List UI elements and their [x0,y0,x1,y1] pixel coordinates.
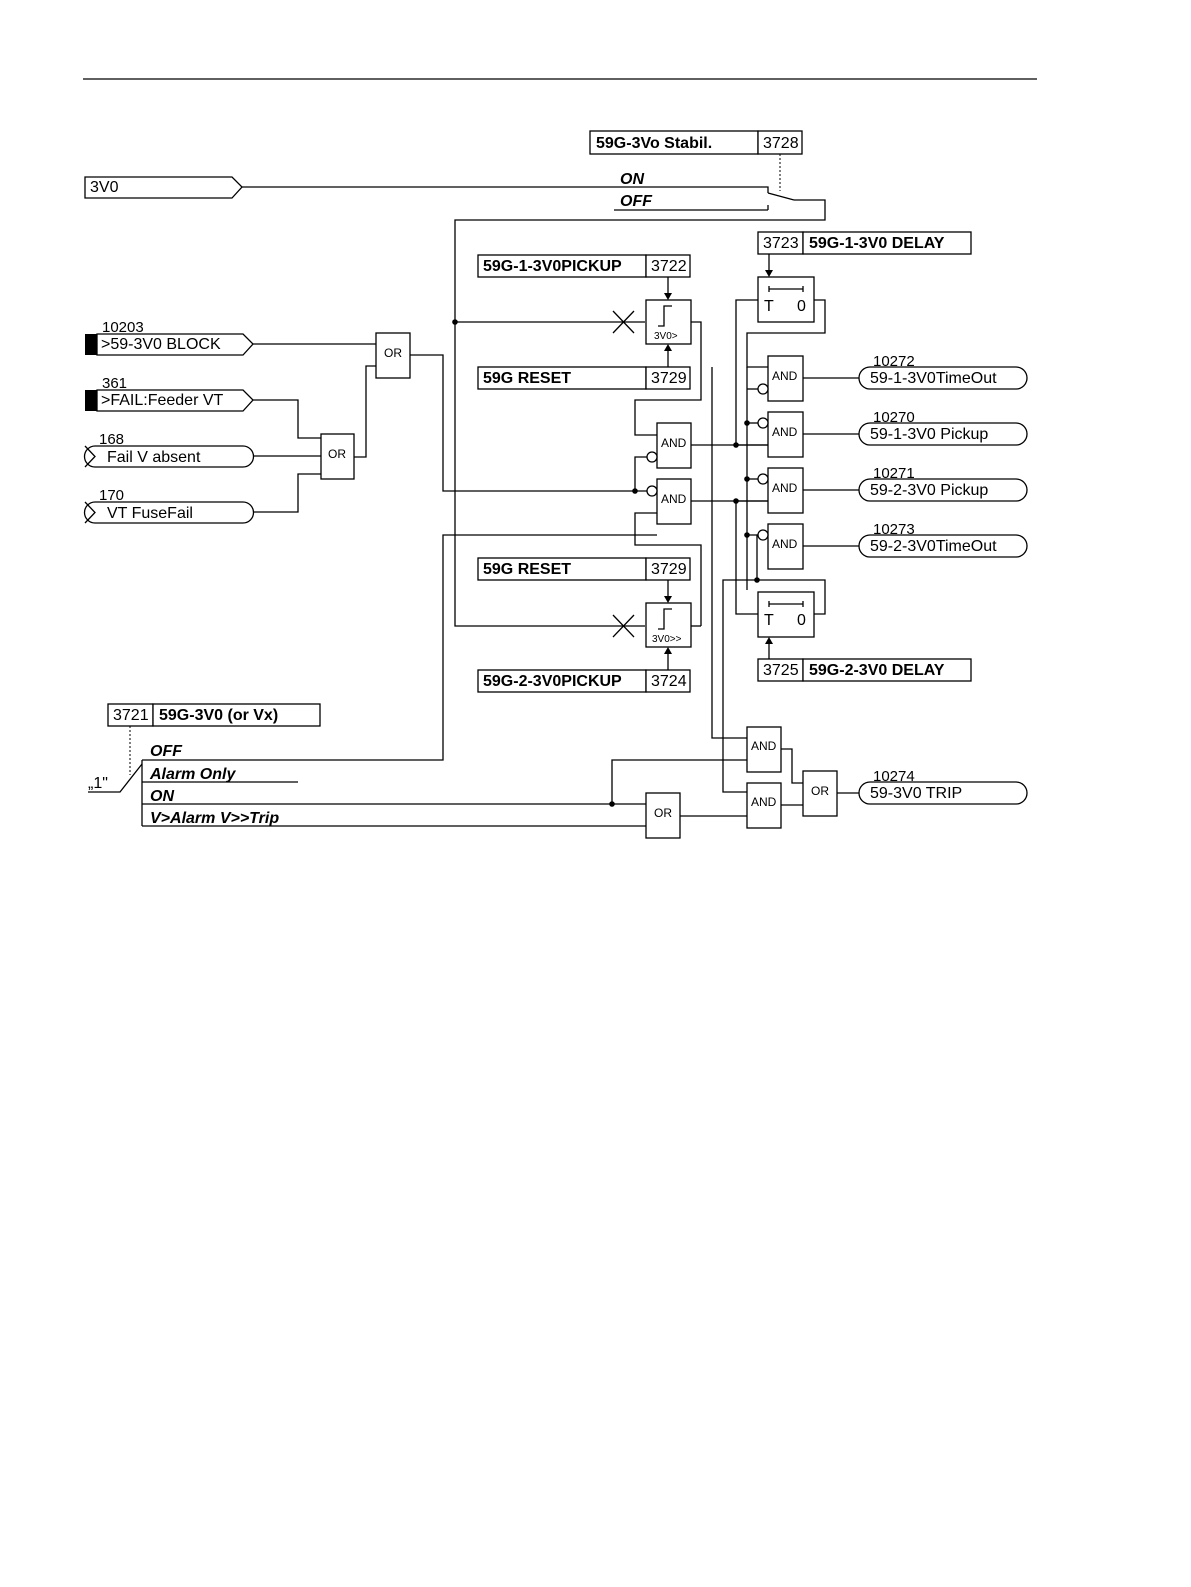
and-gate-out-3: AND [757,467,804,514]
and-out2-label: AND [772,425,798,439]
pickup1-setting: 59G-1-3V0PICKUP 3722 [477,254,691,278]
or-gate-1: OR [375,332,411,379]
o5-label: 59-3V0 TRIP [870,785,962,802]
pickup2-setting: 59G-2-3V0PICKUP 3724 [477,669,691,693]
and-gate-out-2: AND [757,411,804,458]
mode-setting: 3721 59G-3V0 (or Vx) [107,703,321,727]
and-gate-mid-2: AND [646,478,692,525]
and-gate-out-4: AND [757,523,804,570]
or-trip-label: OR [811,784,829,798]
delay1-setting: 3723 59G-1-3V0 DELAY [757,231,972,255]
o4-label: 59-2-3V0TimeOut [870,538,997,555]
input-3v0: 3V0 [84,176,243,199]
pickup1-label: 59G-1-3V0PICKUP [483,258,622,275]
output-3: 10271 59-2-3V0 Pickup [858,465,1028,502]
o5-num: 10274 [873,768,915,785]
reset1-setting: 59G RESET 3729 [477,366,691,390]
delay2-addr: 3725 [763,662,799,679]
o3-label: 59-2-3V0 Pickup [870,482,988,499]
reset1-addr: 3729 [651,370,687,387]
reset1-label: 59G RESET [483,370,571,387]
o3-num: 10271 [873,465,915,482]
and-trip1-label: AND [751,739,777,753]
input-failv: 168 Fail V absent [83,431,255,468]
input-block: 10203 >59-3V0 BLOCK [85,319,254,356]
output-trip: 10274 59-3V0 TRIP [858,768,1028,805]
and-out4-label: AND [772,537,798,551]
timer2-t: T [764,612,774,629]
vtfuse-label: VT FuseFail [107,505,193,522]
and-gate-trip-1: AND [746,726,782,773]
failv-num: 168 [99,431,124,448]
mode-on: ON [150,788,174,805]
feeder-label: >FAIL:Feeder VT [101,392,224,409]
delay1-label: 59G-1-3V0 DELAY [809,235,945,252]
failv-label: Fail V absent [107,449,201,466]
or-gate-2: OR [320,433,355,480]
stabil-on: ON [620,171,644,188]
input-vtfuse: 170 VT FuseFail [83,487,255,524]
o2-num: 10270 [873,409,915,426]
thr2-label: 3V0>> [652,634,682,645]
and-mid2-label: AND [661,492,687,506]
stabil-addr: 3728 [763,135,799,152]
reset2-setting: 59G RESET 3729 [477,557,691,581]
feeder-num: 361 [102,375,127,392]
mode-trip: V>Alarm V>>Trip [150,810,279,827]
output-2: 10270 59-1-3V0 Pickup [858,409,1028,446]
pickup2-label: 59G-2-3V0PICKUP [483,673,622,690]
thr1-label: 3V0> [654,331,678,342]
vtfuse-num: 170 [99,487,124,504]
timer2-0: 0 [797,612,806,629]
mode-off: OFF [150,743,183,760]
o2-label: 59-1-3V0 Pickup [870,426,988,443]
timer-1: T 0 [757,276,815,323]
o1-num: 10272 [873,353,915,370]
and-mid1-label: AND [661,436,687,450]
input-3v0-label: 3V0 [90,179,119,196]
block-label: >59-3V0 BLOCK [101,336,221,353]
o1-label: 59-1-3V0TimeOut [870,370,997,387]
mode-const: „1" [88,775,108,792]
pickup2-addr: 3724 [651,673,687,690]
and-gate-out-1: AND [757,355,804,402]
and-gate-mid-1: AND [646,422,692,469]
stabil-off: OFF [620,193,653,210]
and-gate-trip-2: AND [746,782,782,829]
stabil-setting: 59G-3Vo Stabil. 3728 [589,130,803,155]
threshold-1: 3V0> [645,299,692,345]
input-feeder: 361 >FAIL:Feeder VT [85,375,254,412]
or-mode-label: OR [654,806,672,820]
or1-label: OR [384,346,402,360]
reset2-addr: 3729 [651,561,687,578]
or-gate-mode: OR [645,792,681,839]
mode-addr: 3721 [113,707,149,724]
pickup1-addr: 3722 [651,258,687,275]
timer-2: T 0 [757,591,815,638]
timer1-t: T [764,298,774,315]
stabil-label: 59G-3Vo Stabil. [596,135,712,152]
reset2-label: 59G RESET [483,561,571,578]
and-out3-label: AND [772,481,798,495]
and-out1-label: AND [772,369,798,383]
mode-label: 59G-3V0 (or Vx) [159,707,278,724]
or2-label: OR [328,447,346,461]
and-trip2-label: AND [751,795,777,809]
threshold-2: 3V0>> [645,602,692,648]
output-1: 10272 59-1-3V0TimeOut [858,353,1028,390]
delay1-addr: 3723 [763,235,799,252]
mode-alarm: Alarm Only [149,766,236,783]
delay2-label: 59G-2-3V0 DELAY [809,662,945,679]
delay2-setting: 3725 59G-2-3V0 DELAY [757,658,972,682]
or-gate-trip: OR [802,770,838,817]
timer1-0: 0 [797,298,806,315]
output-4: 10273 59-2-3V0TimeOut [858,521,1028,558]
o4-num: 10273 [873,521,915,538]
block-num: 10203 [102,319,144,336]
